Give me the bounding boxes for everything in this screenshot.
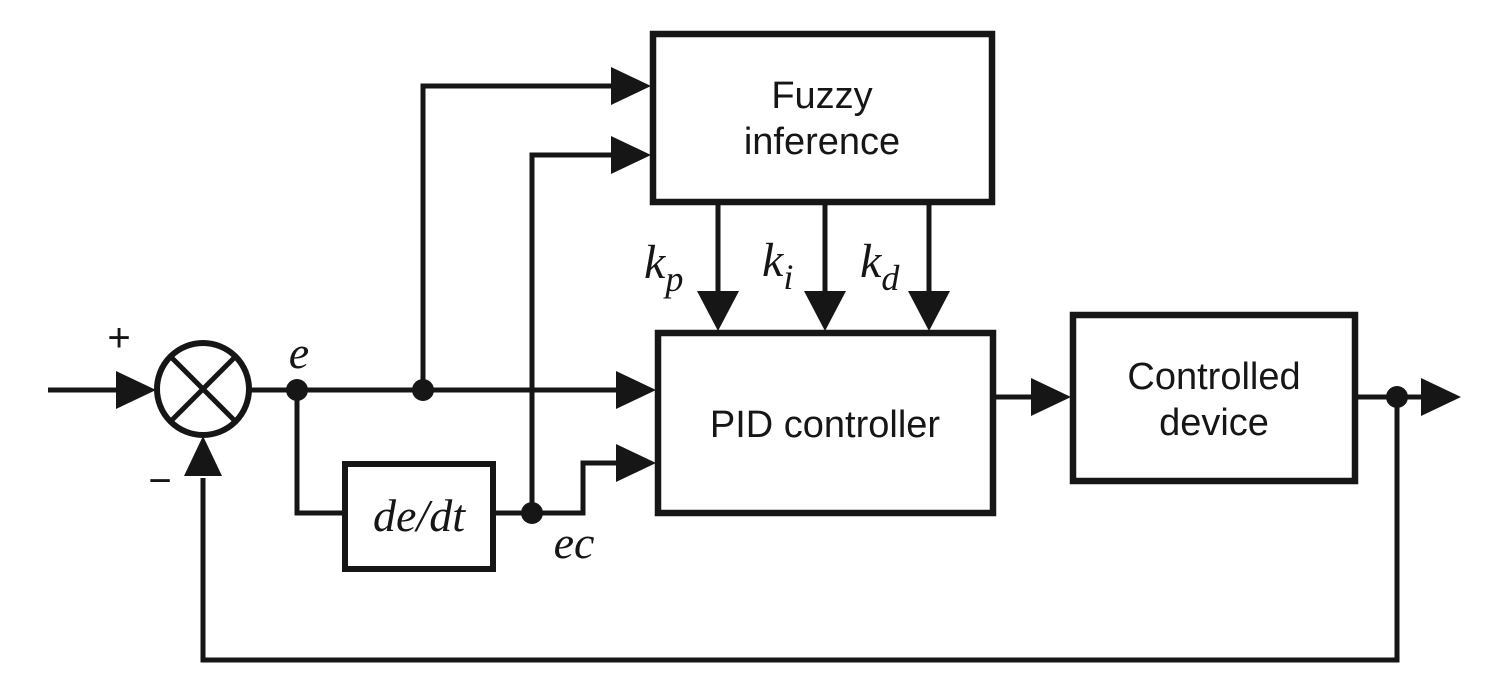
kp-base: k — [644, 236, 667, 289]
error-signal-path — [249, 371, 656, 409]
kp-arrowhead-icon — [697, 291, 739, 331]
setpoint-arrowhead-icon — [116, 371, 156, 409]
gain-arrow-ki — [804, 202, 846, 331]
pid-output-arrow — [993, 378, 1071, 416]
pid-input2-arrowhead-icon — [616, 444, 656, 482]
ki-base: k — [762, 234, 785, 287]
feedback-line — [200, 397, 1400, 663]
ki-label: ki — [762, 234, 793, 297]
output-node-dot — [1386, 386, 1408, 408]
pid-controller-label: PID controller — [710, 404, 941, 446]
error-branch-node-dot — [412, 379, 434, 401]
fuzzy-inference-block — [649, 30, 996, 206]
error-branch-to-derivative — [294, 390, 345, 516]
controlled-device-label-line2: device — [1159, 402, 1269, 444]
summing-junction-cross-line2 — [168, 354, 238, 424]
error-label: e — [289, 327, 309, 378]
fuzzy-input2-arrowhead-icon — [611, 136, 651, 174]
ec-node-dot — [521, 502, 543, 524]
derivative-block — [342, 461, 496, 572]
gain-arrow-kp — [697, 202, 739, 331]
feedback-arrowhead-icon — [184, 436, 222, 476]
ec-label: ec — [554, 517, 595, 568]
ki-subscript: i — [783, 257, 793, 297]
kd-subscript: d — [881, 258, 900, 298]
fuzzy-input1-arrowhead-icon — [611, 67, 651, 105]
kp-label: kp — [644, 236, 683, 299]
error-branch-line — [420, 83, 613, 390]
summing-junction — [154, 340, 252, 438]
kp-subscript: p — [662, 259, 683, 299]
ec-signal-path — [493, 136, 656, 516]
ec-branch-to-fuzzy-line — [529, 152, 613, 513]
controlled-device-label-line1: Controlled — [1127, 356, 1300, 398]
pid-controller-block — [654, 329, 997, 517]
feedback-path — [184, 397, 1400, 663]
controlled-device-block — [1069, 311, 1359, 485]
derivative-input-line — [294, 390, 345, 516]
setpoint-input-arrow — [48, 371, 156, 409]
kd-label: kd — [860, 235, 900, 298]
kd-base: k — [860, 235, 883, 288]
fuzzy-inference-label-line1: Fuzzy — [771, 75, 872, 117]
gain-arrow-kd — [908, 202, 950, 331]
device-input-arrowhead-icon — [1031, 378, 1071, 416]
pid-input1-arrowhead-icon — [616, 371, 656, 409]
kd-arrowhead-icon — [908, 291, 950, 331]
fuzzy-inference-label-line2: inference — [744, 121, 900, 163]
plus-sign-label: + — [107, 316, 130, 360]
derivative-label: de/dt — [373, 490, 466, 541]
ec-to-pid-line — [532, 460, 618, 516]
system-output-arrowhead-icon — [1421, 378, 1461, 416]
error-branch-to-fuzzy — [420, 67, 651, 390]
ki-arrowhead-icon — [804, 291, 846, 331]
error-node-dot — [286, 379, 308, 401]
minus-sign-label: − — [148, 459, 171, 503]
